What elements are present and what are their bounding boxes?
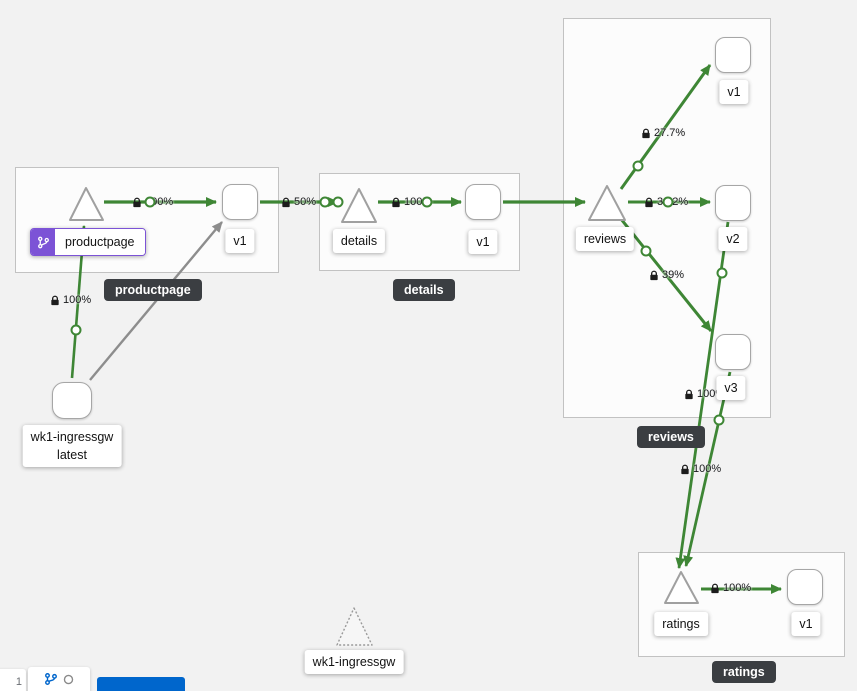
edge-label-ingress-productpage: 100%	[50, 294, 91, 306]
version-label-reviews-v1: v1	[719, 80, 749, 105]
mtls-lock-icon	[649, 270, 659, 281]
edge-waypoint	[332, 196, 344, 208]
workload-name: wk1-ingressgw	[30, 430, 114, 444]
zoom-control[interactable]: 1	[0, 669, 26, 691]
mtls-lock-icon	[684, 389, 694, 400]
edge-label-reviews-v3: 39%	[649, 269, 684, 281]
edge-label-productpagev1-details: 50%	[281, 196, 316, 208]
service-label-wk1-ingressgw-idle: wk1-ingressgw	[304, 650, 404, 675]
edge-percent: 100%	[63, 294, 92, 306]
service-node-ratings[interactable]	[661, 568, 701, 607]
version-label-productpage-v1: v1	[225, 229, 255, 254]
workload-node-details-v1[interactable]	[465, 184, 501, 220]
version-label-reviews-v2: v2	[718, 227, 748, 252]
workload-node-ratings-v1[interactable]	[787, 569, 823, 605]
service-label-reviews: reviews	[575, 227, 635, 252]
mtls-lock-icon	[641, 128, 651, 139]
edge-waypoint	[70, 324, 82, 336]
edge-waypoint	[640, 245, 652, 257]
edge-percent: 50%	[294, 196, 317, 208]
service-label-details: details	[332, 229, 386, 254]
mtls-lock-icon	[644, 197, 654, 208]
edge-percent: 100%	[723, 582, 752, 594]
box-label-details: details	[393, 279, 455, 301]
service-label-ratings: ratings	[654, 612, 708, 637]
service-node-details[interactable]	[339, 185, 379, 225]
graph-icon	[44, 672, 58, 691]
edge-label-reviews-v1: 27.7%	[641, 127, 685, 139]
version-label-ratings-v1: v1	[791, 612, 821, 637]
virtual-service-badge-icon	[31, 229, 55, 256]
zoom-level: 1	[15, 676, 22, 688]
edge-waypoint	[144, 196, 156, 208]
workload-node-reviews-v2[interactable]	[715, 185, 751, 221]
edge-percent: 27.7%	[654, 127, 686, 139]
edge-waypoint	[319, 196, 331, 208]
mtls-lock-icon	[680, 464, 690, 475]
legend-button[interactable]	[97, 677, 185, 691]
edge-waypoint	[421, 196, 433, 208]
edge-percent: 100%	[693, 463, 722, 475]
workload-version: latest	[57, 448, 87, 463]
edge-waypoint	[716, 267, 728, 279]
box-label-reviews: reviews	[637, 426, 705, 448]
workload-node-reviews-v1[interactable]	[715, 37, 751, 73]
edge-reviews-v3-to-ratings[interactable]	[683, 371, 732, 567]
mtls-lock-icon	[710, 583, 720, 594]
edge-waypoint	[662, 196, 674, 208]
edge-ingress-to-productpage-v1[interactable]	[89, 221, 223, 381]
service-label-text: productpage	[55, 229, 145, 256]
edge-label-ratings-v1: 100%	[710, 582, 751, 594]
mtls-lock-icon	[50, 295, 60, 306]
edge-reviews-v2-to-ratings[interactable]	[675, 221, 730, 569]
version-label-reviews-v3: v3	[716, 376, 746, 401]
edge-label-reviewsv3-ratings: 100%	[680, 463, 721, 475]
ring-icon	[63, 672, 74, 690]
service-node-wk1-ingressgw-idle[interactable]	[333, 604, 375, 648]
edge-percent: 39%	[662, 269, 685, 281]
box-label-productpage: productpage	[104, 279, 202, 301]
workload-label-wk1-ingressgw: wk1-ingressgw latest	[22, 425, 122, 468]
box-label-ratings: ratings	[712, 661, 776, 683]
service-label-productpage: productpage	[30, 228, 146, 257]
edge-waypoint	[713, 414, 725, 426]
mtls-lock-icon	[281, 197, 291, 208]
version-label-details-v1: v1	[468, 230, 498, 255]
edge-waypoint	[632, 160, 644, 172]
service-node-reviews[interactable]	[585, 182, 629, 224]
workload-node-productpage-v1[interactable]	[222, 184, 258, 220]
mtls-lock-icon	[132, 197, 142, 208]
workload-node-wk1-ingressgw[interactable]	[52, 382, 92, 419]
graph-type-control[interactable]	[28, 667, 90, 691]
workload-node-reviews-v3[interactable]	[715, 334, 751, 370]
mtls-lock-icon	[391, 197, 401, 208]
service-node-productpage[interactable]	[66, 184, 106, 224]
